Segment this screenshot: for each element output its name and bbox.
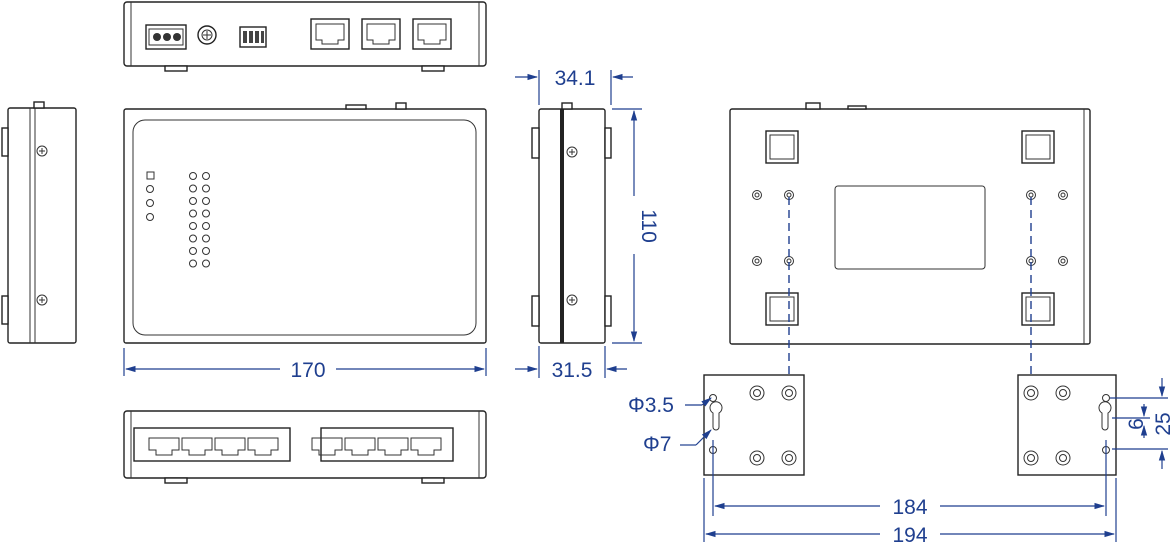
dim-label-25: 25: [1152, 412, 1171, 435]
rj45-port-icon: [247, 437, 279, 456]
mounting-hole-icon: [753, 389, 761, 397]
port-led-icon: [189, 222, 197, 230]
status-led-icon: [146, 213, 154, 221]
port-led-icon: [202, 172, 210, 180]
dimension-bracket-vertical: 25 6: [1110, 378, 1171, 469]
dim-label-phi-7: Φ7: [643, 433, 671, 456]
led-indicator-icon: [146, 171, 210, 268]
port-led-icon: [202, 197, 210, 205]
status-led-icon: [146, 185, 154, 193]
power-terminal-icon: [145, 24, 187, 50]
screw-icon: [566, 294, 578, 306]
dimension-height: 110: [612, 108, 660, 344]
keyhole-slot-icon: [709, 401, 723, 431]
dim-label-34-1: 34.1: [555, 67, 596, 90]
port-led-icon: [189, 234, 197, 243]
mounting-hole-icon: [1059, 454, 1067, 462]
ground-screw-icon: [197, 25, 217, 45]
foot-pad-icon: [765, 292, 799, 326]
port-led-icon: [189, 184, 197, 193]
port-led-icon: [189, 172, 197, 180]
mounting-hole-icon: [1027, 454, 1035, 462]
keyhole-slot-icon: [1098, 401, 1112, 431]
mounting-hole-icon: [1060, 258, 1066, 264]
rj45-port-icon: [181, 437, 213, 456]
mounting-hole-icon: [1060, 192, 1066, 198]
mounting-hole-icon: [1059, 389, 1067, 397]
mounting-hole-icon: [1027, 389, 1035, 397]
mounting-hole-icon: [754, 258, 760, 264]
dimension-inner-spacing: 184: [712, 440, 1107, 519]
status-led-icon: [146, 199, 154, 207]
dimension-depth-bottom: 31.5: [515, 346, 627, 382]
port-led-icon: [202, 209, 210, 218]
dip-switch-icon: [239, 26, 267, 48]
mounting-hole-icon: [1028, 192, 1034, 198]
dimension-front-width: 170: [123, 348, 487, 382]
port-led-icon: [202, 222, 210, 230]
mounting-hole-icon: [754, 192, 760, 198]
rj45-port-icon: [214, 437, 246, 456]
screw-icon: [36, 145, 48, 157]
mounting-bracket-right: [1017, 374, 1117, 476]
mounting-hole-icon: [1102, 394, 1110, 402]
rj45-port-icon: [410, 437, 442, 456]
bottom-view-with-brackets: [729, 102, 1091, 345]
port-led-icon: [202, 184, 210, 193]
foot-pad-icon: [1021, 130, 1055, 164]
front-ports-view: [123, 410, 487, 484]
mounting-hole-icon: [785, 454, 793, 462]
dimension-outer-span: 194: [703, 478, 1117, 543]
rj45-port-icon: [377, 437, 409, 456]
rj45-port-icon: [311, 437, 343, 456]
rj45-port-icon: [148, 437, 180, 456]
port-led-icon: [202, 259, 210, 268]
rj45-port-icon: [310, 18, 350, 50]
dim-label-6: 6: [1125, 418, 1148, 430]
mounting-hole-icon: [753, 454, 761, 462]
port-led-icon: [189, 259, 197, 268]
dim-label-194: 194: [892, 524, 927, 543]
rj45-port-icon: [412, 18, 452, 50]
port-led-icon: [189, 209, 197, 218]
foot-pad-icon: [1021, 292, 1055, 326]
dimension-depth-top: 34.1: [515, 67, 633, 105]
left-side-view: [1, 101, 77, 344]
mounting-hole-icon: [785, 389, 793, 397]
power-led-icon: [146, 171, 155, 180]
dim-label-110: 110: [637, 209, 660, 242]
dim-label-31-5: 31.5: [552, 359, 593, 382]
foot-pad-icon: [765, 130, 799, 164]
port-led-icon: [202, 234, 210, 243]
right-side-view: [531, 102, 612, 344]
dim-label-170: 170: [290, 359, 325, 382]
port-led-icon: [189, 197, 197, 205]
rear-panel-view: [123, 1, 487, 72]
port-led-icon: [202, 247, 210, 255]
screw-icon: [566, 146, 578, 158]
port-led-icon: [189, 247, 197, 255]
mounting-hole-icon: [786, 192, 792, 198]
dim-label-184: 184: [892, 496, 927, 519]
rj45-port-icon: [361, 18, 401, 50]
mounting-bracket-left: [703, 374, 805, 476]
dim-label-phi-3-5: Φ3.5: [628, 394, 674, 417]
front-view: [123, 102, 487, 344]
dimension-hole-diameters: Φ3.5 Φ7: [628, 394, 712, 456]
rj45-port-icon: [344, 437, 376, 456]
screw-icon: [36, 294, 48, 306]
